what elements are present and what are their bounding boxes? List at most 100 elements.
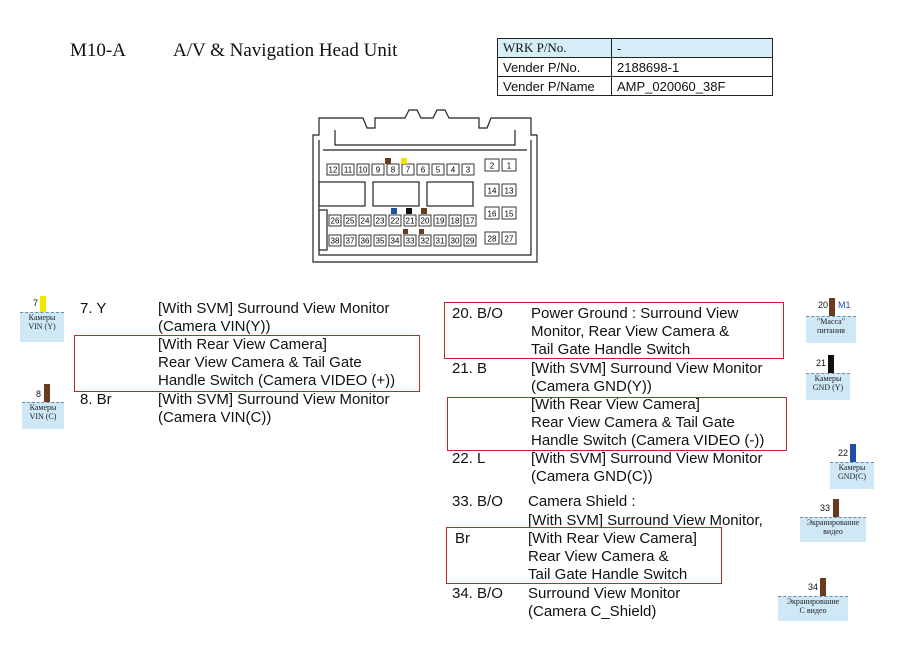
pin-number: 14 [488,187,497,196]
pin-cell [463,234,477,247]
row-label: Vender P/No. [497,57,612,77]
latch [318,209,328,251]
pin-number: 13 [505,187,514,196]
page-title: A/V & Navigation Head Unit [173,40,398,61]
wire-swatch [833,499,839,517]
pin-number: 29 [466,237,475,246]
pin-number: 1 [507,162,512,171]
pin-22-line2: (Camera GND(C)) [531,468,653,485]
pin-cell [501,206,517,220]
pin-cell [328,234,342,247]
tag-number: 21 [816,358,827,368]
pin-20-line3: Tail Gate Handle Switch [531,341,691,358]
pin-cell [418,234,432,247]
pin-20-line2: Monitor, Rear View Camera & [531,323,730,340]
row-label: WRK P/No. [497,38,612,58]
wire-marker-22 [391,208,397,214]
wire-marker-8 [385,158,391,164]
pin-number: 33 [406,237,415,246]
row-value: 2188698-1 [611,57,773,77]
wire-swatch [828,355,834,373]
pin-33-line1: Camera Shield : [528,493,636,510]
pin-cell [446,163,460,176]
tag-number: 7 [33,298,39,308]
wire-swatch [820,578,826,596]
pin-7-line4: Rear View Camera & Tail Gate [158,354,362,371]
pin-7-line1: [With SVM] Surround View Monitor [158,300,390,317]
pin-cell [448,214,462,227]
pin-7-label: 7. Y [80,300,107,317]
row-value: AMP_020060_38F [611,76,773,96]
pin-33-line5: Tail Gate Handle Switch [528,566,688,583]
highlight-box [74,335,420,392]
pin-cell [358,234,372,247]
pin-21-label: 21. B [452,360,488,377]
pin-number: 32 [421,237,430,246]
wire-swatch [850,444,856,462]
pin-33-label: 33. B/O [452,493,503,510]
table-row: Vender P/Name AMP_020060_38F [497,76,773,96]
pin-cell [463,214,477,227]
pin-number: 31 [436,237,445,246]
pin-cell [388,214,402,227]
socket-block-mid [372,181,420,207]
pin-34-line2: (Camera C_Shield) [528,603,657,620]
pin-cell [433,234,447,247]
pin-cell [341,163,355,176]
pin-33-line2: [With SVM] Surround View Monitor, [528,512,763,529]
pin-22-line1: [With SVM] Surround View Monitor [531,450,763,467]
pin-34-line1: Surround View Monitor [528,585,681,602]
pin-cell [484,158,500,172]
pin-number: 38 [331,237,340,246]
pin-33-line4: Rear View Camera & [528,548,669,565]
pin-number: 34 [391,237,400,246]
pin-number: 35 [376,237,385,246]
pin-cell [401,163,415,176]
pin-number: 17 [466,217,475,226]
pin-number: 21 [406,217,415,226]
wire-marker-20 [421,208,427,214]
pin-number: 30 [451,237,460,246]
wire-marker-7 [401,158,407,164]
tag-number-m1: M1 [838,300,851,310]
pin-cell [416,163,430,176]
pin-33-line3: [With Rear View Camera] [528,530,697,547]
pin-7-line3: [With Rear View Camera] [158,336,327,353]
pin-cell [386,163,400,176]
pin-33-label-br: Br [455,530,470,547]
pin-number: 23 [376,217,385,226]
pin-number: 4 [451,166,456,175]
tag-number: 20 [818,300,829,310]
tag-number: 22 [838,448,849,458]
pin-cell [501,183,517,197]
pin-number: 28 [488,235,497,244]
wire-marker-34 [403,229,408,234]
pin-22-label: 22. L [452,450,486,467]
pin-cell [343,214,357,227]
pin-cell [371,163,385,176]
pin-cell [501,231,517,245]
pin-21-line4: Rear View Camera & Tail Gate [531,414,735,431]
tag-label: "Масса"питания [806,316,856,343]
pin-number: 18 [451,217,460,226]
tag-number: 33 [820,503,831,513]
pin-21-line3: [With Rear View Camera] [531,396,700,413]
tag-number: 8 [36,389,42,399]
pin-8-label: 8. Br [80,391,112,408]
pin-20-label: 20. B/O [452,305,503,322]
pin-number: 3 [466,166,471,175]
pin-cell [403,214,417,227]
table-row: WRK P/No. - [497,38,773,58]
pin-cell [328,214,342,227]
pin-cell [373,234,387,247]
pin-cell [448,234,462,247]
row-value: - [611,38,773,58]
pin-number: 27 [505,235,514,244]
pin-7-line5: Handle Switch (Camera VIDEO (+)) [158,372,396,389]
